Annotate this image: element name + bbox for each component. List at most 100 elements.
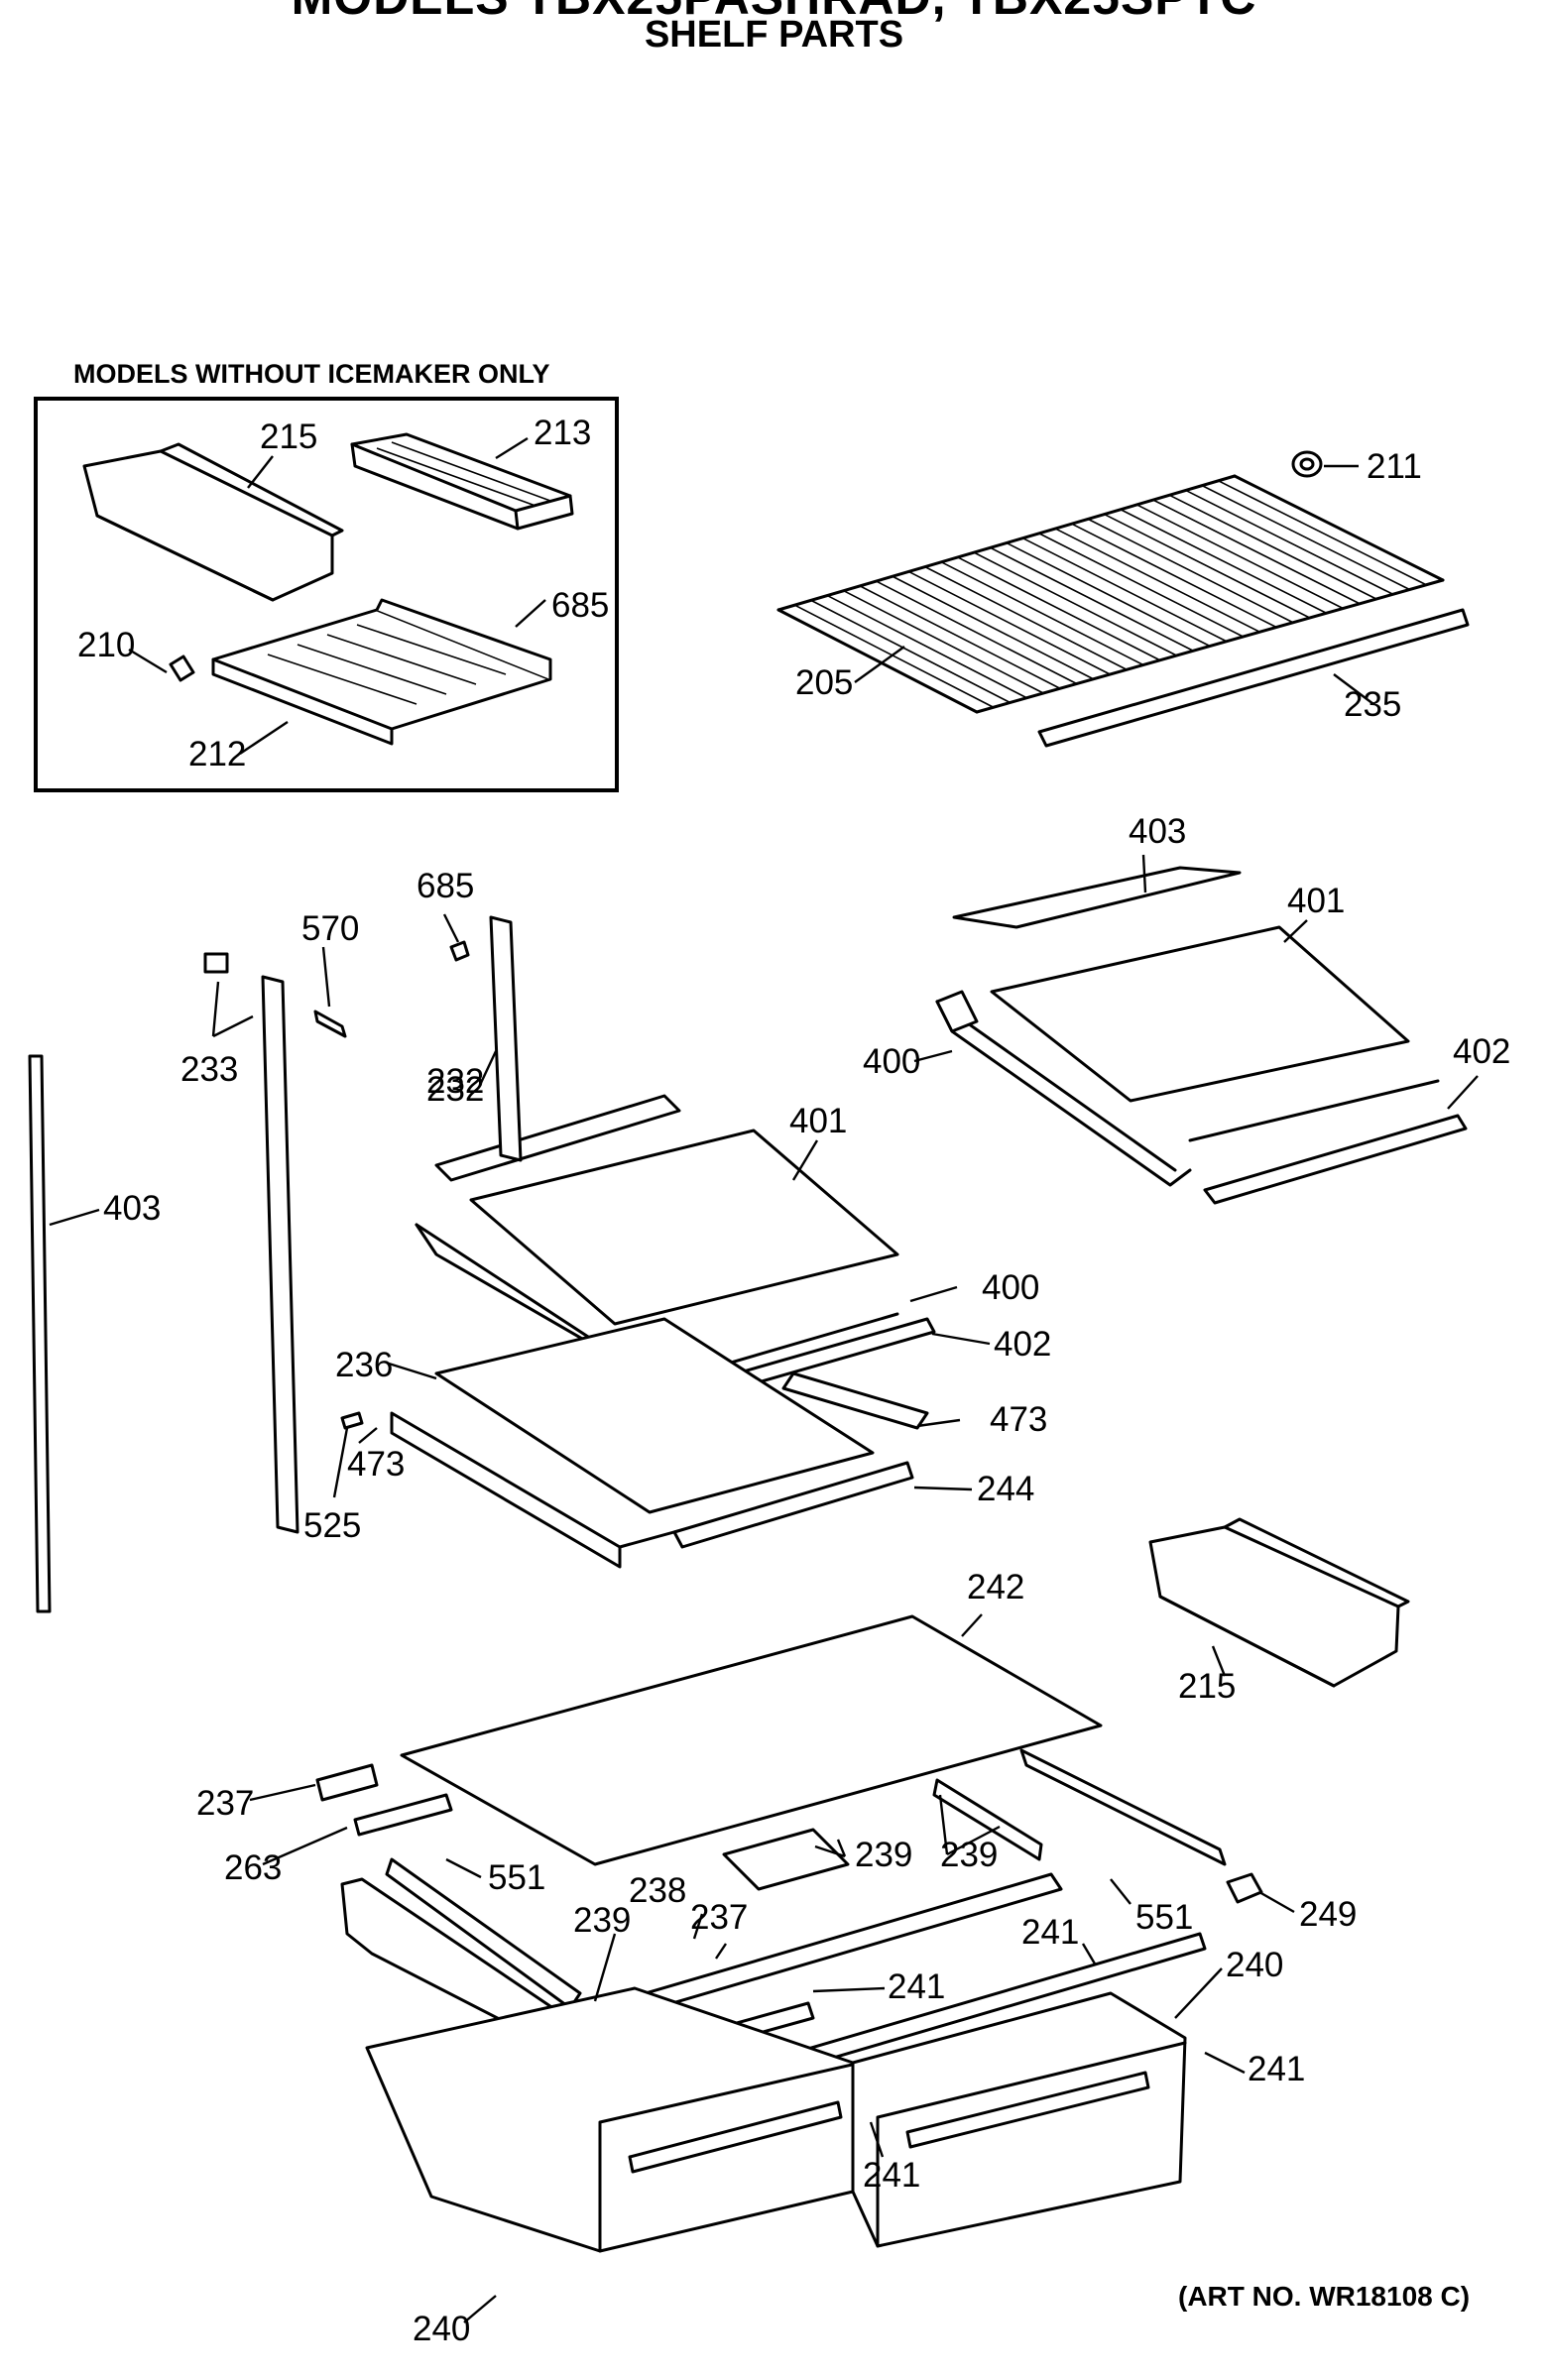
wire-rod (1104, 513, 1311, 619)
callout-403: 403 (1129, 812, 1186, 851)
wire-rod (1185, 489, 1394, 595)
wire-rod (1201, 484, 1410, 591)
wire-rod (924, 565, 1128, 670)
wire-rod (843, 590, 1044, 694)
wire-rod (1120, 509, 1327, 614)
wire-rod (1218, 480, 1427, 586)
page-title: MODELS TBX25PASHRAD, TBX25SPTC (0, 0, 1548, 26)
callout-402: 402 (994, 1325, 1051, 1364)
callout-244: 244 (977, 1470, 1034, 1508)
callout-570: 570 (301, 909, 359, 948)
callout-551: 551 (1135, 1898, 1193, 1937)
crisper-drawer-left (365, 1986, 885, 2253)
screw-570 (313, 1010, 347, 1038)
inset-screw (169, 654, 195, 682)
glass-shelf-middle (415, 1094, 936, 1403)
callout-237: 237 (196, 1784, 254, 1823)
wire-rod (990, 546, 1194, 652)
wire-rod (1168, 494, 1377, 600)
crisper-drawer-right (851, 1991, 1187, 2248)
leader-lines (49, 436, 1479, 2323)
wire-rod (794, 604, 995, 708)
callout-240: 240 (1226, 1946, 1283, 1984)
callout-215: 215 (1178, 1667, 1236, 1706)
wire-rod (973, 551, 1177, 656)
callout-403: 403 (103, 1189, 161, 1228)
wire-rod (892, 575, 1094, 680)
shelf-trim (1037, 608, 1470, 748)
art-number: (ART NO. WR18108 C) (1178, 2281, 1471, 2312)
callout-240: 240 (413, 2310, 470, 2348)
callout-241: 241 (888, 1967, 945, 2006)
shelf-cap (1291, 450, 1323, 478)
callout-263: 263 (224, 1848, 282, 1887)
callout-400: 400 (982, 1268, 1039, 1307)
wire-rod (1071, 523, 1277, 629)
callout-685: 685 (417, 867, 474, 905)
callout-205: 205 (795, 663, 853, 702)
screw-473 (340, 1411, 364, 1430)
callout-236: 236 (335, 1346, 393, 1384)
page-subtitle: SHELF PARTS (644, 14, 904, 56)
callout-labels: 215 213 685 210 212 211 205 235 403 401 402 400 685 5… (77, 414, 1510, 2348)
callout-402: 402 (1453, 1032, 1510, 1071)
callout-473: 473 (347, 1445, 405, 1484)
callout-685: 685 (551, 586, 609, 625)
callout-242: 242 (967, 1568, 1024, 1606)
inset-box (34, 397, 619, 792)
glass-shelf-upper (935, 866, 1468, 1205)
inset-ice-tray (350, 432, 574, 531)
callout-237: 237 (690, 1898, 748, 1937)
wire-rod (1038, 533, 1244, 638)
callout-232: 232 (426, 1062, 484, 1101)
callout-239: 239 (940, 1836, 998, 1874)
callout-401: 401 (789, 1102, 847, 1140)
callout-213: 213 (534, 414, 591, 452)
callout-211: 211 (1367, 447, 1422, 486)
callout-212: 212 (188, 735, 246, 774)
callout-525: 525 (303, 1506, 361, 1545)
wire-shelf (776, 474, 1445, 714)
wire-rod (1152, 499, 1361, 605)
callout-235: 235 (1344, 685, 1401, 724)
callout-249: 249 (1299, 1895, 1357, 1934)
callout-473: 473 (990, 1400, 1047, 1439)
callout-241: 241 (863, 2156, 920, 2195)
wire-rod (1022, 536, 1228, 643)
wire-rod (810, 599, 1011, 704)
wire-rod (1054, 528, 1260, 633)
glass-shelf-large (400, 1614, 1103, 1866)
callout-551: 551 (488, 1858, 545, 1897)
inset-caption: MODELS WITHOUT ICEMAKER ONLY (73, 359, 550, 389)
callout-239: 239 (573, 1901, 631, 1940)
callout-210: 210 (77, 626, 135, 664)
wire-rod (1006, 541, 1211, 648)
callout-233: 233 (180, 1050, 238, 1089)
wire-rod (826, 594, 1027, 699)
callout-401: 401 (1287, 882, 1345, 920)
screw-685 (449, 940, 470, 962)
rail-upper (489, 915, 523, 1162)
inset-rack (211, 598, 552, 746)
door-bin (1148, 1517, 1410, 1688)
rail-left (28, 1054, 52, 1613)
wire-rod (957, 556, 1161, 661)
crisper-cover (390, 1317, 929, 1569)
callout-238: 238 (629, 1871, 686, 1910)
callout-241: 241 (1248, 2050, 1305, 2088)
wire-rod (1087, 518, 1294, 624)
bracket-233 (203, 952, 229, 974)
callout-232: 232 (426, 1070, 484, 1109)
wire-rod (940, 561, 1144, 666)
wire-rod (876, 580, 1078, 685)
callout-400: 400 (863, 1042, 920, 1081)
clip-249 (1226, 1872, 1263, 1904)
wire-rod (859, 585, 1061, 689)
inset-door-bin (82, 442, 344, 602)
wire-rod (1136, 504, 1344, 610)
wire-rod (908, 570, 1111, 675)
callout-239: 239 (855, 1836, 912, 1874)
callout-241: 241 (1021, 1913, 1079, 1952)
callout-215: 215 (260, 417, 317, 456)
